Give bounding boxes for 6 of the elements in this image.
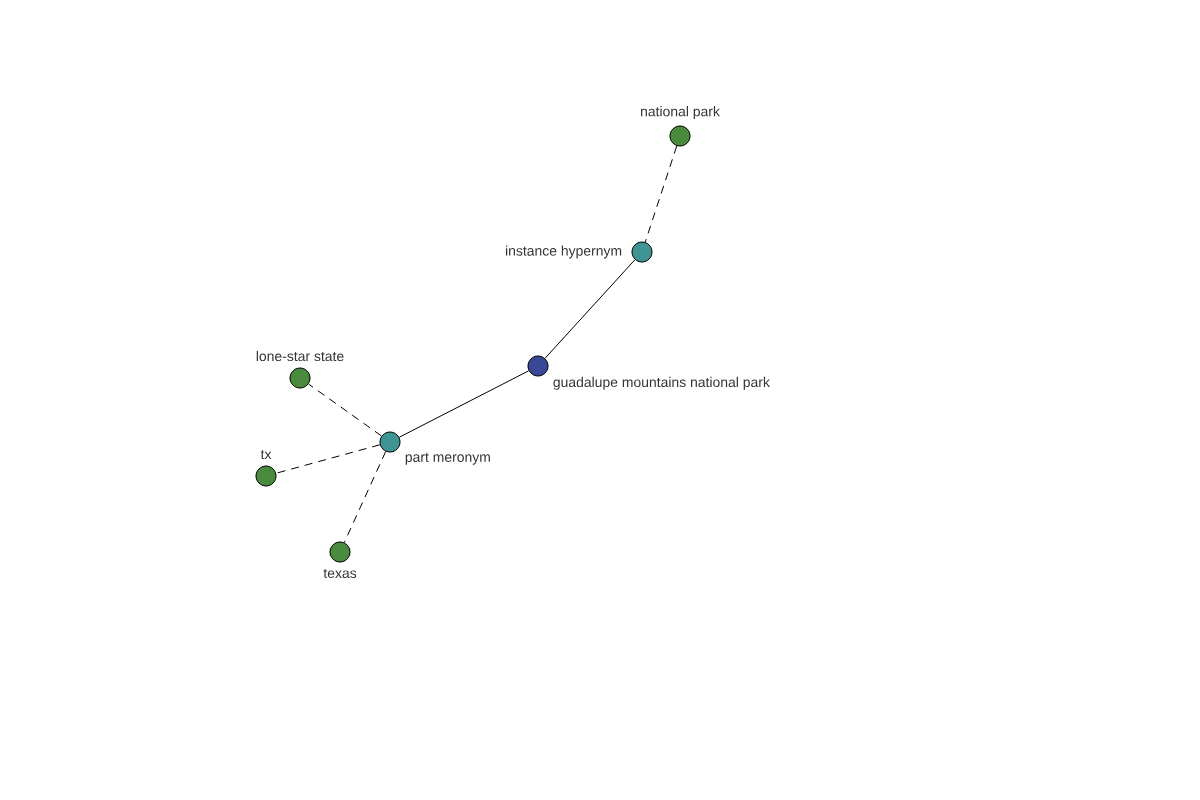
connector-line: [275, 444, 381, 474]
connector-line: [308, 383, 382, 437]
connector-line: [544, 259, 636, 359]
connector-line: [343, 451, 387, 543]
connector-line: [644, 145, 678, 243]
connector-line: [398, 370, 530, 438]
